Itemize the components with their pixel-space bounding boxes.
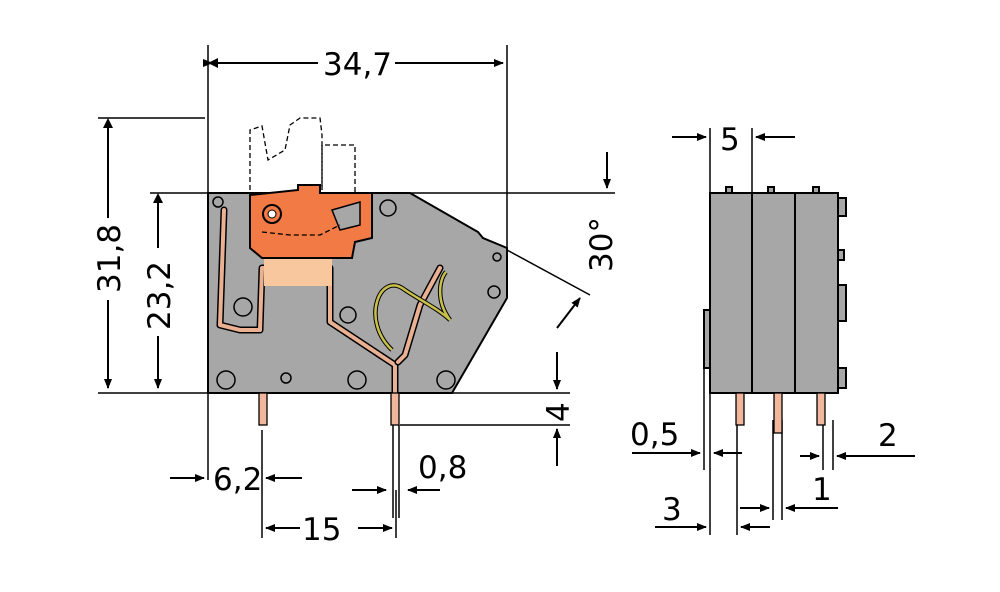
dim-side-offset: 0,5 (630, 417, 679, 453)
housing-hole (379, 199, 397, 217)
side-latch (837, 249, 845, 261)
side-latch (837, 197, 847, 217)
housing-hole (347, 370, 367, 390)
body-height-arrow-top (153, 193, 163, 203)
dim-pin-length: 4 (541, 402, 577, 422)
dim-side-width: 3 (662, 492, 682, 528)
operating-lever (249, 184, 373, 259)
housing-hole (216, 370, 236, 390)
lever-open-outline (249, 117, 323, 190)
dim-pin-width: 1 (812, 472, 832, 508)
top-nub (767, 186, 775, 194)
dim-angle: 30° (584, 217, 620, 272)
dim-pole-pitch: 5 (720, 122, 740, 158)
lever-open-outline-2 (321, 144, 356, 195)
housing-hole (436, 370, 456, 390)
top-nub (725, 186, 733, 194)
side-rib (703, 309, 711, 369)
housing-hole (487, 285, 501, 299)
side-housing (709, 192, 839, 394)
spring-clamp (396, 266, 442, 364)
dim-pin-pitch: 15 (302, 512, 341, 548)
lever-hidden-edge (261, 224, 341, 236)
dim-pin-offset: 6,2 (213, 462, 262, 498)
housing-hole (339, 306, 357, 324)
dim-side-right: 2 (878, 418, 898, 454)
solder-pin-1 (258, 392, 268, 426)
lever-slot (330, 201, 361, 231)
dim-overall-width: 34,7 (323, 47, 392, 83)
top-nub (812, 186, 820, 194)
solder-pin-2 (390, 392, 400, 426)
front-view: 34,7 31,8 23,2 30° 4 6,2 15 0,8 (92, 45, 620, 548)
contact-rail (218, 208, 397, 394)
side-view: 5 0,5 3 1 2 (630, 122, 915, 535)
dim-pin-diameter: 0,8 (418, 450, 467, 486)
dim-body-height: 23,2 (142, 261, 178, 330)
side-pin-2 (773, 392, 783, 434)
side-latch (837, 284, 847, 322)
angle-arrow-bottom (556, 297, 581, 329)
width-arrow-left (208, 58, 218, 68)
side-pin-3 (816, 392, 826, 426)
spring (374, 271, 452, 351)
side-pin-1 (735, 392, 745, 426)
dim-overall-height: 31,8 (92, 224, 128, 293)
housing-hole (492, 252, 502, 262)
angle-reference-line (506, 249, 591, 296)
housing-hole (280, 372, 292, 384)
lever-base-shade (264, 258, 332, 286)
housing-hole (212, 196, 224, 208)
height-arrow-top (103, 118, 113, 128)
housing-hole (233, 297, 253, 317)
side-latch (837, 367, 847, 389)
lever-pivot-hole (267, 209, 277, 219)
